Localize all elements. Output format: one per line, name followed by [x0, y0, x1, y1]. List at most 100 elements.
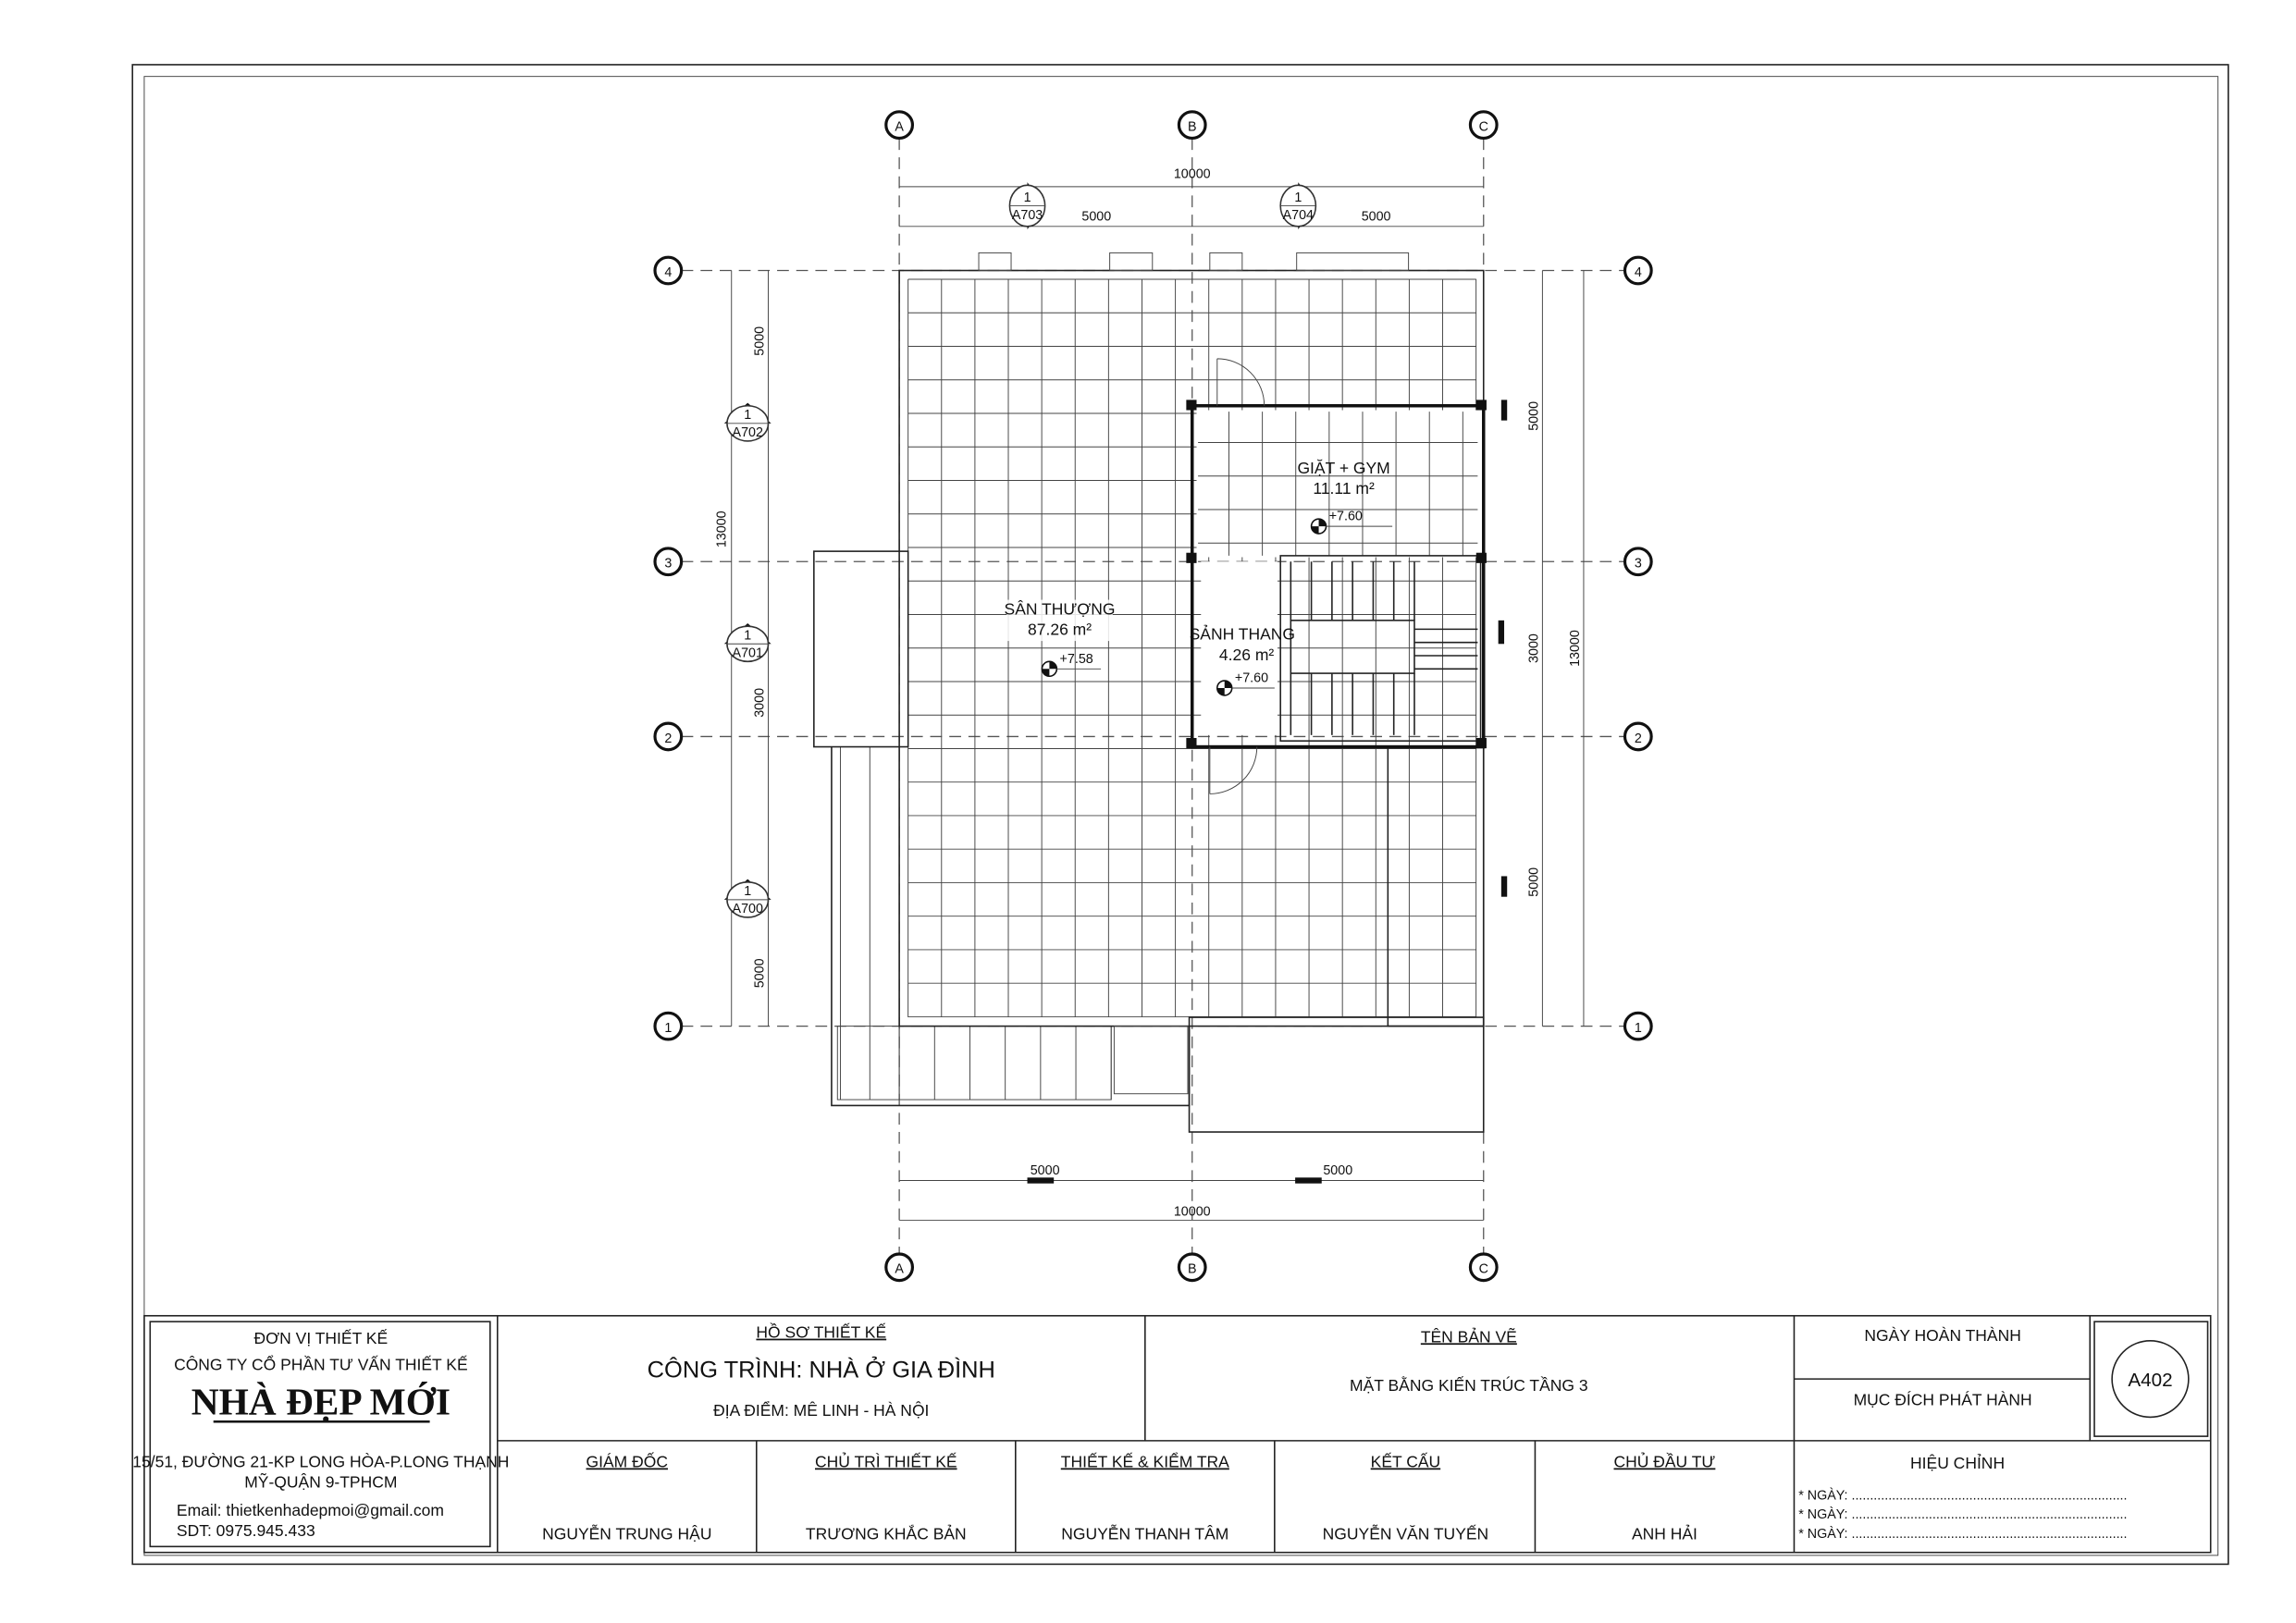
grid-bubble-circle: [884, 1252, 915, 1283]
stair-well: [1290, 620, 1415, 674]
drawing-name: MẶT BẰNG KIẾN TRÚC TẦNG 3: [1350, 1375, 1588, 1395]
role-person: NGUYỄN VĂN TUYẾN: [1323, 1523, 1488, 1543]
grid-label: B: [1188, 119, 1197, 134]
dimensions: 10000 5000 5000 5000 5000 10000 13000 50…: [714, 166, 1585, 1221]
grid-bubble: 4: [1623, 255, 1653, 286]
grid-label: 2: [664, 732, 672, 746]
stair-hall-floor: [1201, 561, 1278, 735]
revision-label: HIỆU CHỈNH: [1910, 1453, 2005, 1472]
parapet: [1209, 252, 1243, 271]
star-paving-right: [1387, 745, 1485, 1027]
grid-bubble: C: [1468, 1252, 1499, 1283]
section-sheet: A703: [1012, 208, 1043, 223]
left-extension: [813, 550, 909, 748]
section-sheet: A701: [733, 646, 763, 661]
role-cell: THIẾT KẾ & KIỂM TRA NGUYỄN THANH TÂM: [1061, 1452, 1229, 1543]
grid-bubble: 3: [1623, 547, 1653, 577]
column: [1475, 738, 1487, 749]
grid-bubble: 3: [653, 547, 684, 577]
room-giat-gym: GIẶT + GYM 11.11 m² +7.60: [1297, 459, 1393, 535]
company-name: CÔNG TY CỔ PHẦN TƯ VẤN THIẾT KẾ: [174, 1355, 468, 1374]
dim-top-total: 10000: [1174, 166, 1211, 181]
room-name: SẢNH THANG: [1190, 624, 1295, 644]
parapet: [1109, 252, 1154, 271]
drawing-name-label: TÊN BẢN VẼ: [1421, 1326, 1517, 1346]
outer-border: [131, 64, 2229, 1566]
role-cell: GIÁM ĐỐC NGUYỄN TRUNG HẬU: [542, 1452, 711, 1543]
company-address: 15/51, ĐƯỜNG 21-KP LONG HÒA-P.LONG THẠNH: [132, 1452, 509, 1471]
section-marker: 1 A701: [723, 623, 772, 663]
grid-bubble: C: [1468, 110, 1499, 141]
dim-left-span: 3000: [753, 688, 768, 718]
roof-terrace-tiles: [836, 278, 1477, 1100]
grid-label: C: [1479, 1262, 1488, 1277]
room-sanh-thang: SẢNH THANG 4.26 m² +7.60: [1190, 624, 1295, 696]
grid-label: A: [895, 1262, 904, 1277]
gym-floor: [1196, 410, 1479, 558]
dim-right-span: 3000: [1527, 633, 1542, 663]
role-cell: CHỦ TRÌ THIẾT KẾ TRƯƠNG KHẮC BẢN: [806, 1452, 967, 1543]
stair-landing: [1279, 555, 1482, 742]
company-address-2: MỸ-QUẬN 9-TPHCM: [244, 1472, 397, 1492]
parapet: [1296, 252, 1410, 271]
grid-bubble: 2: [1623, 721, 1653, 752]
grid-label: C: [1479, 119, 1488, 134]
grid-bubble-circle: [884, 110, 915, 141]
grid-bubble-circle: [1177, 110, 1207, 141]
room-area: 87.26 m²: [1028, 621, 1092, 639]
grid-label: 3: [1635, 557, 1642, 572]
room-area: 11.11 m²: [1313, 479, 1375, 498]
dim-top-span: 5000: [1081, 209, 1111, 224]
release-purpose-label: MỤC ĐÍCH PHÁT HÀNH: [1854, 1391, 2032, 1409]
door-swing: [1216, 358, 1265, 406]
grid-bubble: 4: [653, 255, 684, 286]
dim-top-span: 5000: [1362, 209, 1391, 224]
star-paving-bottom: [1188, 1016, 1485, 1133]
door-swing: [1209, 746, 1258, 794]
section-number: 1: [744, 884, 751, 899]
floor-plan: SÂN THƯỢNG 87.26 m² +7.58 GIẶT + GYM 11.…: [653, 110, 1653, 1283]
revision-line: * NGÀY: ................................…: [1798, 1526, 2127, 1542]
sheet-number: A402: [2128, 1370, 2172, 1391]
grid-bubble-circle: [1468, 110, 1499, 141]
column: [1475, 552, 1487, 563]
grid-bubble-circle: [653, 255, 684, 286]
role-title: THIẾT KẾ & KIỂM TRA: [1061, 1452, 1229, 1471]
room-name: SÂN THƯỢNG: [1005, 598, 1116, 618]
role-person: ANH HẢI: [1632, 1523, 1697, 1543]
section-marker: 1 A700: [723, 879, 772, 918]
room-name: GIẶT + GYM: [1297, 459, 1389, 477]
dim-bottom-span: 5000: [1323, 1163, 1352, 1178]
role-person: TRƯƠNG KHẮC BẢN: [806, 1523, 967, 1543]
section-sheet: A700: [733, 902, 763, 916]
room-area: 4.26 m²: [1219, 646, 1274, 664]
grid-label: 1: [1635, 1021, 1642, 1036]
gym-room: [1190, 404, 1486, 749]
grid-bubble: A: [884, 1252, 915, 1283]
dim-bottom-span: 5000: [1031, 1163, 1060, 1178]
sheet-number-badge: A402: [2093, 1321, 2209, 1437]
design-unit-label: ĐƠN VỊ THIẾT KẾ: [254, 1328, 389, 1347]
dim-left-span: 5000: [753, 326, 768, 356]
grid-label: 2: [1635, 732, 1642, 746]
section-sheet: A702: [733, 425, 763, 440]
dim-right-total: 13000: [1568, 630, 1583, 667]
grid-bubble-circle: [1623, 1011, 1653, 1041]
room-san-thuong: SÂN THƯỢNG 87.26 m² +7.58: [1005, 598, 1116, 678]
column: [1475, 400, 1487, 411]
grid-bubble: A: [884, 110, 915, 141]
title-block: ĐƠN VỊ THIẾT KẾ CÔNG TY CỔ PHẦN TƯ VẤN T…: [132, 1314, 2212, 1554]
grid-bubble: B: [1177, 110, 1207, 141]
dim-right-span: 5000: [1527, 401, 1542, 431]
level-mark: +7.60: [1235, 671, 1268, 686]
grid-bubble-circle: [1468, 1252, 1499, 1283]
grid-bubble: 1: [653, 1011, 684, 1041]
section-marker: 1 A703: [1008, 182, 1046, 229]
grid-bubble-circle: [1623, 255, 1653, 286]
inner-border: [143, 76, 2219, 1556]
dim-right-span: 5000: [1527, 867, 1542, 897]
project-label: HỒ SƠ THIẾT KẾ: [756, 1322, 886, 1342]
brand-logo: NHÀ ĐẸP MỚI: [191, 1380, 451, 1422]
section-number: 1: [744, 629, 751, 644]
